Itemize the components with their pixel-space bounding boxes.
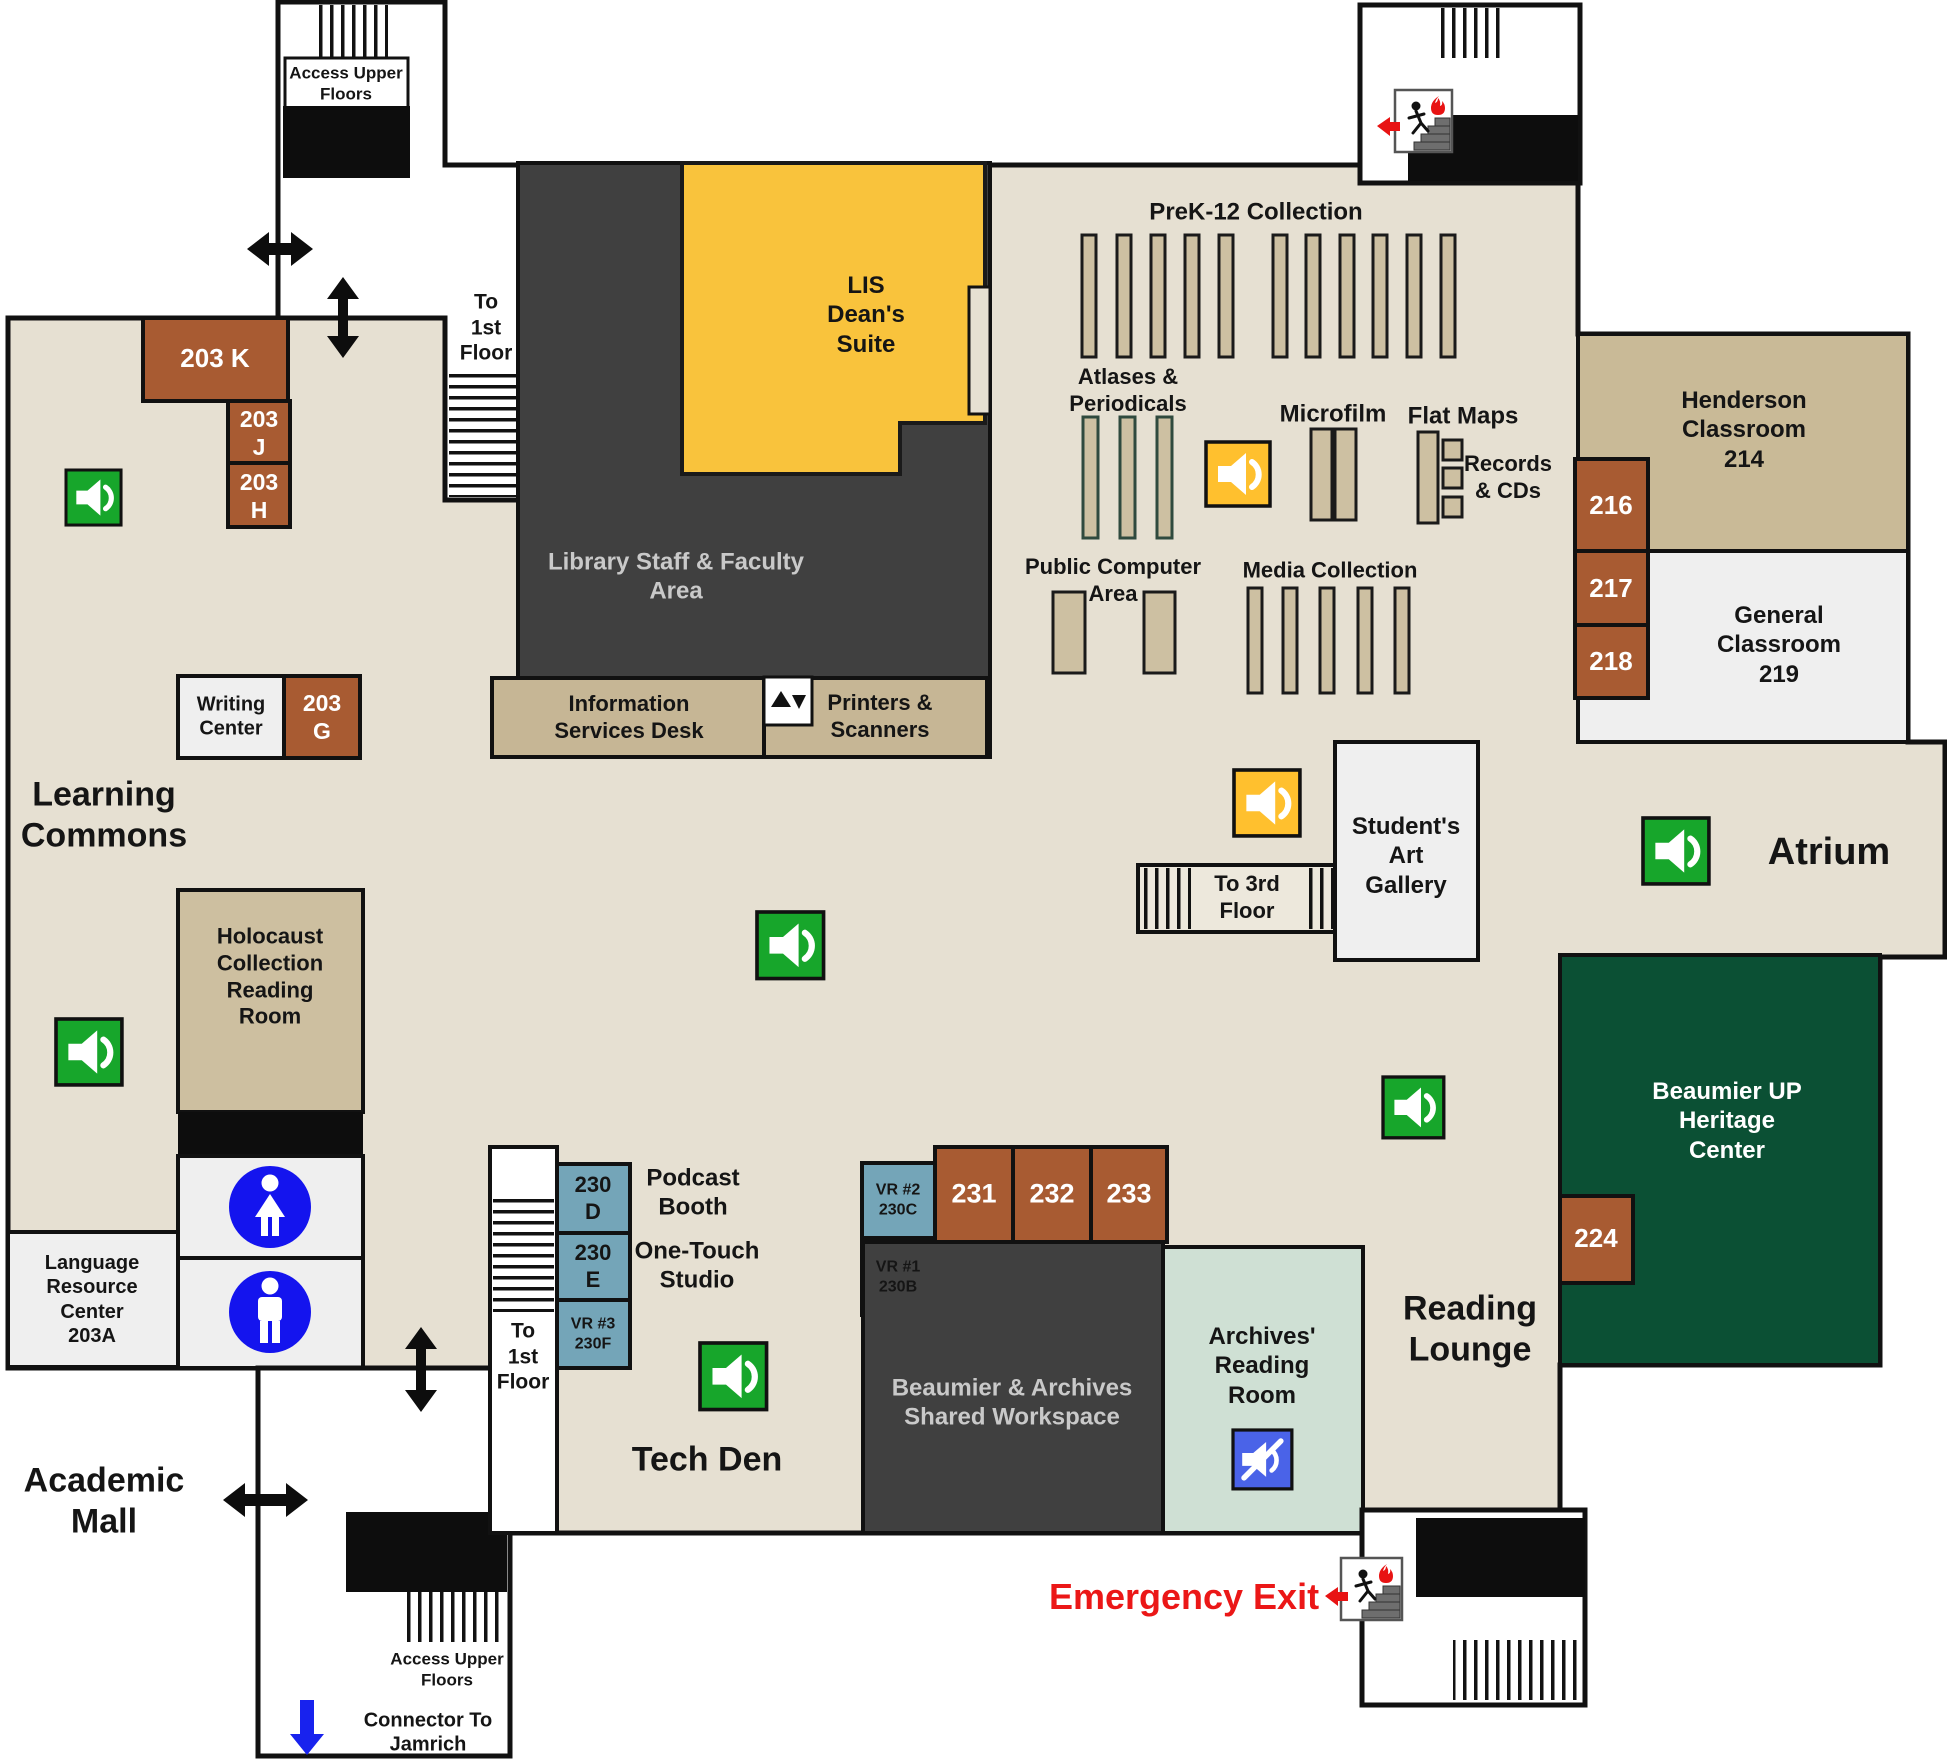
room-231: [933, 1145, 1015, 1244]
room-203g: [282, 674, 362, 760]
black-strip-holocaust: [178, 1112, 363, 1156]
prek12-shelves: [1080, 233, 1457, 359]
room-203k: [141, 316, 290, 403]
men-restroom-icon: [229, 1271, 311, 1353]
women-restroom-icon: [229, 1166, 311, 1248]
double-arrow-vertical-top: [327, 277, 359, 358]
room-218: [1573, 623, 1650, 700]
access-upper-floors-top-box: [283, 56, 410, 110]
speaker-icon-learning-commons-south: [54, 1017, 124, 1087]
room-232: [1011, 1145, 1093, 1244]
stairs-hatch-bottom-right: [1453, 1640, 1580, 1700]
stairs-hatch-3rd-left: [1141, 868, 1191, 929]
elevator-icon-central: [762, 675, 814, 727]
double-arrow-horizontal-top: [247, 232, 313, 266]
beaumier-archives-workspace-room: [861, 1240, 1165, 1535]
speaker-icon-yellow-gallery: [1232, 768, 1302, 838]
double-arrow-horizontal-bottom: [223, 1483, 308, 1517]
black-block-top-left: [283, 106, 410, 178]
muted-speaker-icon-archives: [1231, 1428, 1294, 1491]
stairs-hatch-top-corridor: [318, 5, 388, 58]
room-224: [1558, 1194, 1635, 1285]
room-233: [1089, 1145, 1169, 1244]
speaker-icon-central: [755, 910, 826, 981]
students-art-gallery-room: [1333, 740, 1480, 962]
media-collection-shelves: [1246, 586, 1411, 695]
stairs-hatch-to-1st-top: [449, 373, 517, 497]
room-203h: [226, 461, 292, 529]
stairs-hatch-top-right: [1435, 8, 1500, 58]
information-services-desk: [490, 676, 766, 759]
room-216: [1573, 457, 1650, 553]
beaumier-heritage-center-room: [1558, 953, 1882, 1367]
microfilm-shelves: [1309, 427, 1358, 522]
language-resource-center-room: [6, 1230, 180, 1369]
speaker-icon-reading-lounge: [1381, 1075, 1446, 1140]
speaker-icon-yellow-collections: [1204, 440, 1272, 508]
room-217: [1573, 549, 1650, 627]
room-203j: [226, 399, 292, 465]
room-vr3-230f: [555, 1298, 632, 1370]
floor-notch: [967, 285, 992, 416]
black-block-bottom-right: [1416, 1518, 1585, 1597]
stairs-hatch-to-1st-bottom: [493, 1195, 554, 1312]
double-arrow-vertical-bottom: [405, 1327, 437, 1412]
fire-exit-icon-south: [1325, 1556, 1404, 1622]
speaker-icon-tech-den: [698, 1341, 769, 1412]
holocaust-reading-room: [176, 888, 365, 1114]
connector-down-arrow: [290, 1700, 324, 1755]
speaker-icon-atrium: [1641, 816, 1711, 886]
atlases-shelves: [1081, 415, 1174, 540]
room-vr2-230c: [860, 1161, 937, 1240]
black-block-bottom-left: [346, 1512, 507, 1592]
room-230e: [555, 1231, 632, 1302]
room-230d: [555, 1162, 632, 1235]
writing-center-room: [176, 674, 286, 760]
stairs-hatch-3rd-right: [1303, 868, 1333, 929]
flat-maps-shelves: [1416, 430, 1464, 525]
lis-deans-suite: [680, 161, 987, 476]
stairs-hatch-bottom-left: [405, 1592, 505, 1642]
speaker-icon-learning-commons-north: [64, 468, 123, 527]
public-computer-tables: [1051, 590, 1177, 675]
fire-exit-icon-north: [1377, 88, 1454, 154]
